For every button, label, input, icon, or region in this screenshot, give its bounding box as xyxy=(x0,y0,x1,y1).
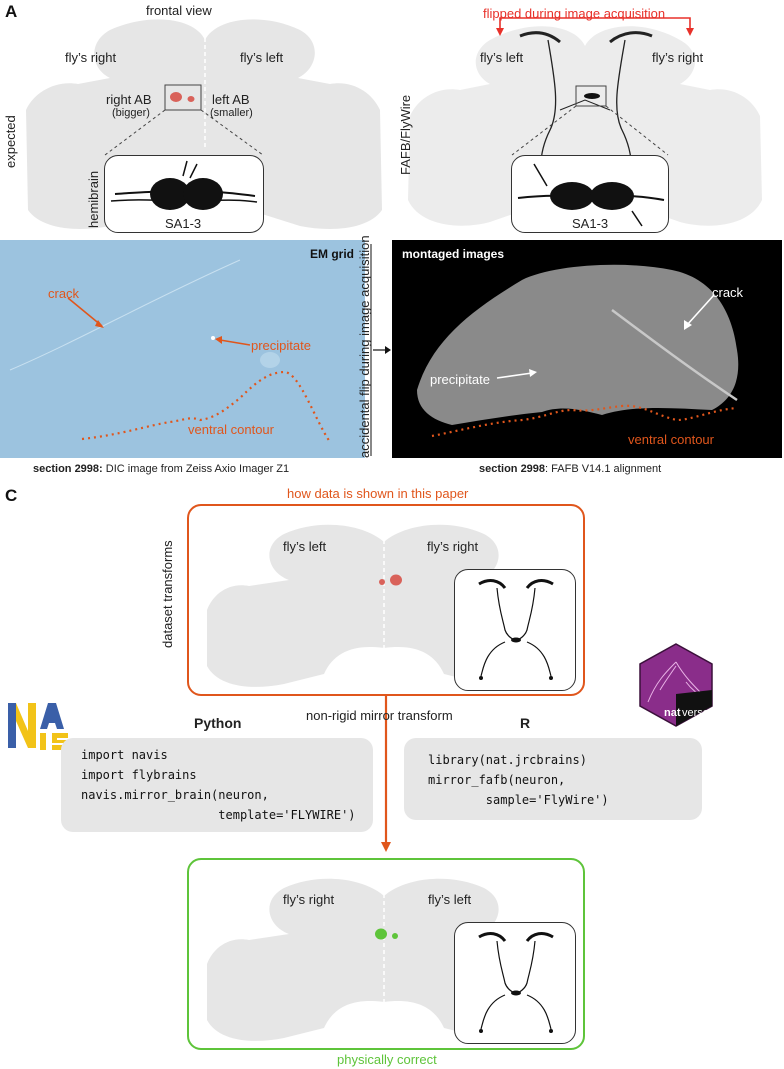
em-grid-image xyxy=(0,240,365,458)
fafb-row-label: FAFB/FlyWire xyxy=(398,94,413,175)
transform-label: non-rigid mirror transform xyxy=(306,708,453,723)
python-heading: Python xyxy=(194,715,242,731)
montage-caption-rest: : FAFB V14.1 alignment xyxy=(545,463,662,475)
top-neuron-inset xyxy=(454,569,576,691)
top-box-title: how data is shown in this paper xyxy=(287,486,469,501)
expected-side-left: fly’s right xyxy=(65,50,117,65)
flip-arrow xyxy=(370,244,391,456)
fafb-side-right: fly’s right xyxy=(652,50,704,65)
right-ab-sub: (bigger) xyxy=(112,107,150,119)
em-ventral-label: ventral contour xyxy=(188,422,274,437)
right-ab-label: right AB xyxy=(106,92,152,107)
montaged-image xyxy=(392,240,782,458)
expected-side-right: fly’s left xyxy=(240,50,284,65)
fafb-inset xyxy=(511,155,669,233)
left-ab-label: left AB xyxy=(212,92,250,107)
mirror-arrow xyxy=(381,696,391,852)
bottom-side-right: fly’s left xyxy=(428,892,472,907)
fafb-side-left: fly’s left xyxy=(480,50,524,65)
montage-caption-bold: section 2998 xyxy=(479,463,546,475)
python-line-1: import navis xyxy=(81,748,168,762)
montage-precipitate-label: precipitate xyxy=(430,372,490,387)
hemibrain-inset xyxy=(104,155,264,233)
panel-c-label: C xyxy=(5,486,18,505)
natverse-text-b: verse xyxy=(682,707,709,719)
em-caption-rest: DIC image from Zeiss Axio Imager Z1 xyxy=(102,463,290,475)
montage-crack-label: crack xyxy=(712,285,744,300)
hemibrain-caption: SA1-3 xyxy=(165,216,202,231)
montage-ventral-label: ventral contour xyxy=(628,432,714,447)
top-side-left: fly’s left xyxy=(283,539,327,554)
bottom-neuron-inset xyxy=(454,922,576,1044)
natverse-logo: nat verse xyxy=(639,643,713,727)
hemibrain-neuron-render xyxy=(110,160,258,210)
em-grid-tag: EM grid xyxy=(310,247,354,261)
frontal-view-title: frontal view xyxy=(146,3,212,18)
r-line-3: sample='FlyWire') xyxy=(428,793,609,807)
python-line-2: import flybrains xyxy=(81,768,197,782)
natverse-text-a: nat xyxy=(664,707,681,719)
dataset-transforms-label: dataset transforms xyxy=(160,540,175,648)
em-caption: section 2998: DIC image from Zeiss Axio … xyxy=(33,463,289,475)
bottom-box-title: physically correct xyxy=(337,1052,437,1067)
python-line-3: navis.mirror_brain(neuron, xyxy=(81,788,269,802)
left-ab-sub: (smaller) xyxy=(210,107,253,119)
python-line-4: template='FLYWIRE') xyxy=(81,808,356,822)
em-caption-bold: section 2998: xyxy=(33,463,103,475)
em-precipitate-label: precipitate xyxy=(251,338,311,353)
em-grid-annotations xyxy=(9,259,331,443)
flip-middle-label: accidental flip during image acquisition xyxy=(357,235,372,458)
montage-annotations xyxy=(417,264,739,438)
top-side-right: fly’s right xyxy=(427,539,479,554)
fafb-caption: SA1-3 xyxy=(572,216,609,231)
bottom-side-left: fly’s right xyxy=(283,892,335,907)
r-heading: R xyxy=(520,715,531,731)
top-neuron-render xyxy=(478,579,554,680)
fafb-neuron-render xyxy=(517,163,665,227)
python-code-block: import navis import flybrains navis.mirr… xyxy=(61,738,373,832)
r-line-1: library(nat.jrcbrains) xyxy=(428,753,587,767)
panel-a-label: A xyxy=(5,2,18,21)
bottom-neuron-render xyxy=(478,932,554,1033)
montage-caption: section 2998: FAFB V14.1 alignment xyxy=(479,463,661,475)
montage-tag: montaged images xyxy=(402,247,505,261)
em-crack-label: crack xyxy=(48,286,80,301)
flip-note: flipped during image acquisition xyxy=(483,6,666,21)
r-line-2: mirror_fafb(neuron, xyxy=(428,773,566,787)
r-code-block: library(nat.jrcbrains) mirror_fafb(neuro… xyxy=(404,738,702,820)
expected-ab-zoom xyxy=(104,84,264,156)
